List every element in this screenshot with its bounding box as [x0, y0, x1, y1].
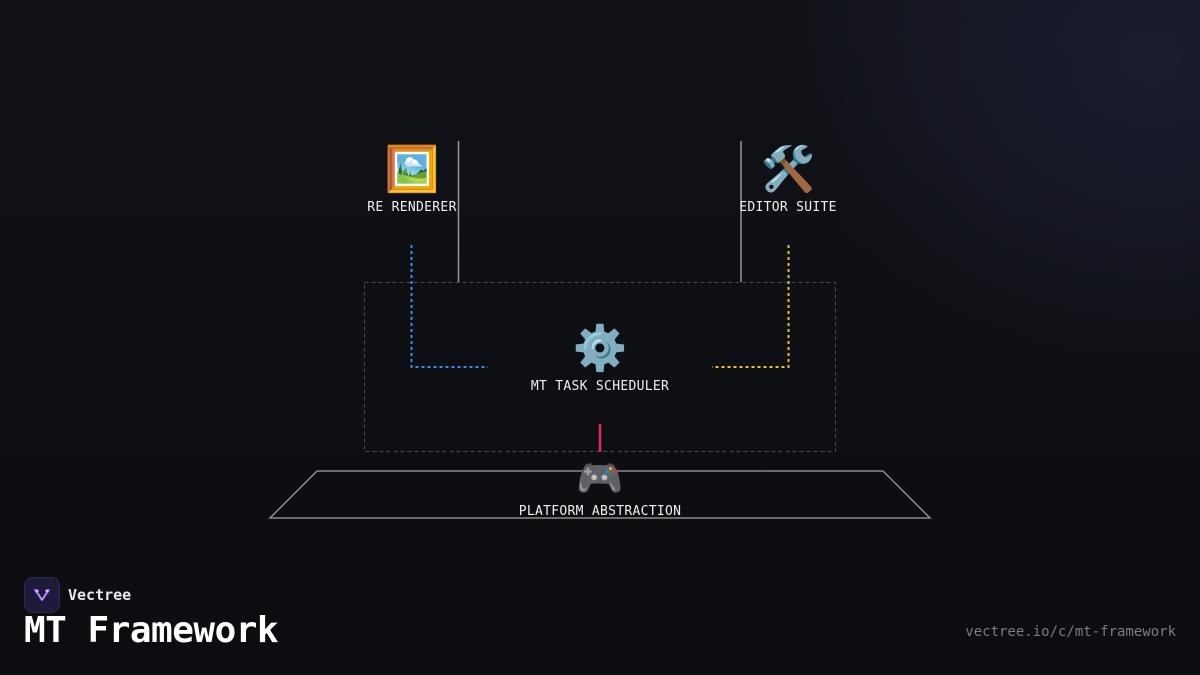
- platform-node: 🎮 PLATFORM ABSTRACTION: [500, 456, 700, 519]
- renderer-label: RE RENDERER: [367, 200, 457, 215]
- page-title: MT Framework: [24, 610, 279, 651]
- game-controller-icon: 🎮: [576, 456, 624, 500]
- scheduler-node: ⚙️ MT TASK SCHEDULER: [510, 323, 690, 394]
- gear-icon: ⚙️: [572, 323, 628, 374]
- brand-name: Vectree: [68, 586, 132, 604]
- platform-layer-outline: [268, 470, 932, 519]
- platform-label: PLATFORM ABSTRACTION: [518, 504, 682, 519]
- scheduler-label: MT TASK SCHEDULER: [530, 379, 670, 394]
- editor-node: 🛠️ EDITOR SUITE: [728, 144, 848, 215]
- renderer-to-scheduler-link: [410, 245, 488, 368]
- framed-picture-icon: 🖼️: [384, 144, 440, 195]
- page-url[interactable]: vectree.io/c/mt-framework: [965, 624, 1176, 640]
- vectree-logo-icon: [24, 577, 60, 613]
- editor-to-scheduler-link: [712, 245, 790, 368]
- editor-label: EDITOR SUITE: [739, 200, 837, 215]
- brand: Vectree: [24, 577, 131, 613]
- hammer-and-wrench-icon: 🛠️: [760, 144, 816, 195]
- renderer-node: 🖼️ RE RENDERER: [352, 144, 472, 215]
